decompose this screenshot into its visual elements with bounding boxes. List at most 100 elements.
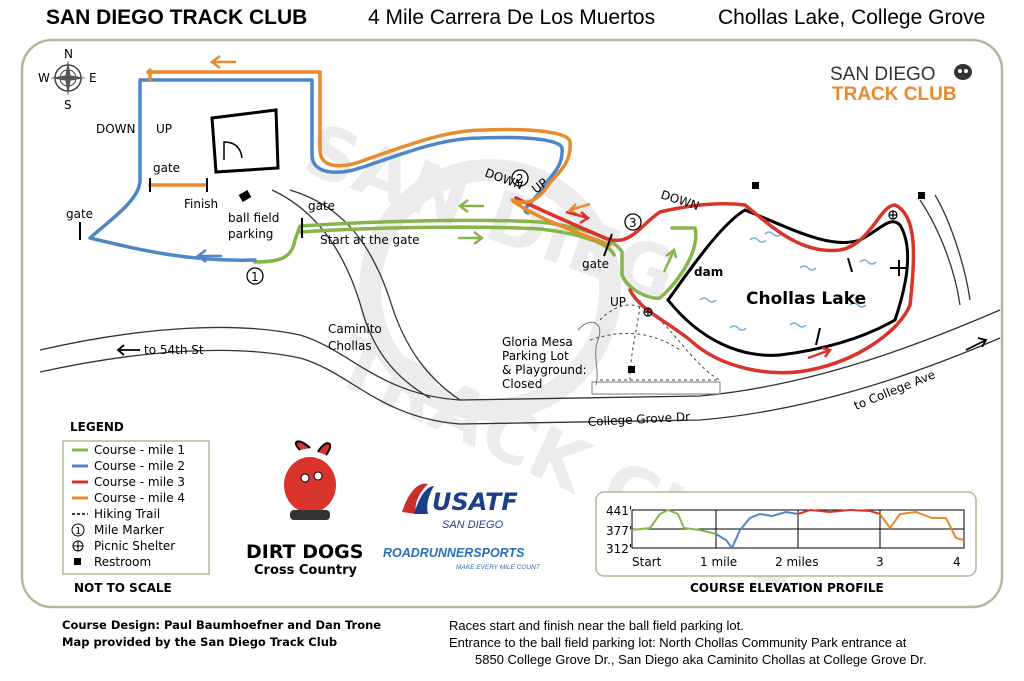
arrow-left-orange-icon [209,55,236,69]
compass-s: S [64,98,72,112]
footer-line-1: Races start and finish near the ball fie… [449,618,744,633]
elev-y-312: 312' [606,542,632,556]
legend-item: Course - mile 1 [72,443,185,457]
lake-waves [699,231,877,331]
arrow-left-blue-icon [195,249,222,263]
label-to-college: to College Ave [852,367,937,412]
mile-marker-1: 1 [246,267,264,285]
footer-line-3: 5850 College Grove Dr., San Diego aka Ca… [475,652,927,667]
legend-item: Picnic Shelter [72,539,175,553]
arrow-left-green-icon [457,199,484,213]
map-frame [20,38,1004,609]
elev-mile-2 [715,510,799,550]
skull-icon [954,64,972,80]
location-title: Chollas Lake, College Grove [718,6,986,29]
elev-x-1: 1 mile [700,555,737,569]
elev-mile-3 [797,508,881,515]
legend-item-label: Restroom [94,555,151,569]
legend-item: Course - mile 2 [72,459,185,473]
label-gate-mid: gate [582,257,609,271]
footer-credit-1: Course Design: Paul Baumhoefner and Dan … [62,618,382,632]
label-lake: Chollas Lake [746,289,866,309]
elev-x-start: Start [632,555,662,569]
direction-arrows [195,55,833,360]
label-gloria-3: & Playground: [502,363,587,377]
chollas-lake [666,208,910,357]
course-mile-4 [146,70,612,247]
arrow-right-red-icon [807,346,833,360]
mile-marker-icon: 1 [71,523,85,537]
elev-x-2: 2 miles [775,555,818,569]
picnic-shelter-icon [72,540,84,552]
legend-item-label: Picnic Shelter [94,539,175,553]
picnic-shelter-icons [643,210,898,317]
label-ball-field-2: parking [228,227,273,241]
sdtc-logo: SAN DIEGO TRACK CLUB [830,64,972,105]
compass-e: E [89,71,97,85]
legend-item: Hiking Trail [72,507,160,521]
arrow-up-green-icon [662,247,678,273]
dirt-dogs-title: DIRT DOGS [246,541,363,563]
club-title: SAN DIEGO TRACK CLUB [46,6,308,29]
dirt-dogs-logo: DIRT DOGS Cross Country [246,440,363,578]
gloria-mesa-lot [577,321,721,395]
course-lines [88,68,916,375]
course-mile-1 [253,218,698,300]
legend: LEGEND Course - mile 1 Course - mile 2 Cou… [62,420,210,595]
usatf-logo: USATF SAN DIEGO ROADRUNNERSPORTS MAKE EV… [383,483,541,571]
race-title: 4 Mile Carrera De Los Muertos [368,6,656,29]
roads [39,189,1001,425]
logo-line1: SAN DIEGO [830,64,936,85]
label-start: Start at the gate [320,233,420,247]
label-dam: dam [694,265,723,279]
svg-text:3: 3 [629,216,637,230]
arrow-right-green-icon [458,231,485,245]
elev-mile-4 [879,510,965,541]
legend-item: 1 Mile Marker [71,523,164,537]
svg-text:1: 1 [251,270,259,284]
arrow-left-black-icon [116,344,140,356]
roadrunner-title: ROADRUNNERSPORTS [383,546,525,560]
label-up-low: UP [610,295,626,309]
legend-item-label: Course - mile 3 [94,475,185,489]
footer-credit-2: Map provided by the San Diego Track Club [62,635,338,649]
compass-w: W [38,71,50,85]
label-gate-start: gate [308,199,335,213]
elev-title: COURSE ELEVATION PROFILE [690,581,884,595]
label-gloria-1: Gloria Mesa [502,335,573,349]
compass-rose-icon: N S E W [38,47,97,112]
elevation-profile: 441' 377' 312' Start 1 mile 2 miles 3 4 … [595,491,977,595]
svg-text:2: 2 [516,172,524,186]
label-caminito-1: Caminito [328,322,382,336]
course-mile-2 [88,78,564,262]
legend-item-label: Mile Marker [94,523,164,537]
legend-title: LEGEND [70,420,124,434]
arrow-right-black-icon [965,337,988,351]
compass-n: N [64,47,73,61]
legend-item: Course - mile 4 [72,491,185,505]
svg-text:1: 1 [75,526,81,537]
restroom-icon [74,558,81,565]
legend-item-label: Hiking Trail [94,507,160,521]
arrow-red-icon [565,210,591,225]
elev-mile-1 [631,508,717,535]
label-finish: Finish [184,197,218,211]
elev-y-377: 377' [606,524,632,538]
gates [79,178,613,257]
legend-item: Course - mile 3 [72,475,185,489]
course-mile-3 [514,196,916,375]
dirt-dogs-sub: Cross Country [254,563,357,578]
label-caminito-2: Chollas [328,339,372,353]
usatf-sub: SAN DIEGO [442,519,504,531]
label-gloria-4: Closed [502,377,542,391]
label-gloria-2: Parking Lot [502,349,569,363]
roadrunner-sub: MAKE EVERY MILE COUNT [456,564,541,571]
label-gate-top: gate [153,161,180,175]
legend-item-label: Course - mile 2 [94,459,185,473]
label-ball-field-1: ball field [228,211,279,225]
legend-item: Restroom [74,555,151,569]
legend-item-label: Course - mile 4 [94,491,185,505]
restroom-icons [628,182,925,373]
elev-y-441: 441' [606,504,632,518]
